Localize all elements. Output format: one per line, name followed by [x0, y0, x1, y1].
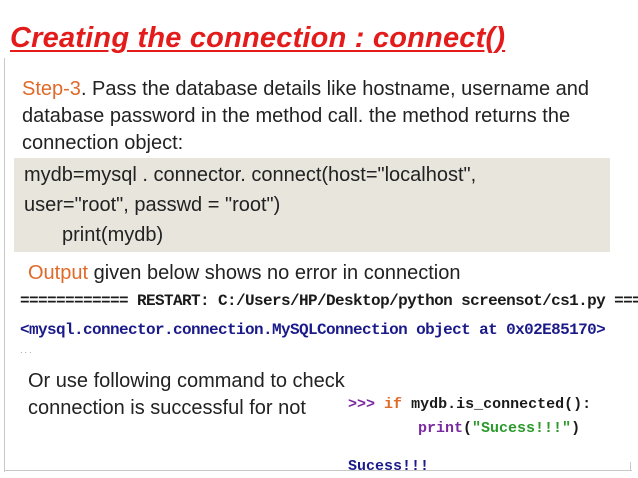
check-paragraph: Or use following command to check connec…: [28, 370, 345, 419]
check-code-line-1: >>> if mydb.is_connected():: [348, 396, 591, 413]
slide-border-right: [630, 462, 631, 471]
close-paren: ): [571, 420, 581, 437]
open-paren: (: [463, 420, 473, 437]
slide-title: Creating the connection : connect(): [10, 22, 506, 54]
check-code-line-2: print("Sucess!!!"): [418, 420, 580, 437]
code-line-1: mydb=mysql . connector. connect(host="lo…: [24, 164, 477, 186]
shell-ellipsis: ...: [20, 346, 34, 355]
step-paragraph: Step-3. Pass the database details like h…: [22, 76, 622, 157]
step-label: Step-3: [22, 78, 81, 100]
shell-restart-line: ============ RESTART: C:/Users/HP/Deskto…: [20, 292, 638, 310]
code-line-2: user="root", passwd = "root"): [24, 194, 281, 216]
if-keyword: if: [384, 396, 403, 413]
output-label: Output: [28, 262, 89, 284]
output-description: Output given below shows no error in con…: [28, 262, 460, 285]
print-string: "Sucess!!!": [472, 420, 572, 437]
python-prompt: >>>: [348, 396, 376, 413]
slide-border-bottom: [4, 470, 632, 471]
check-result: Sucess!!!: [348, 458, 430, 475]
output-text: given below shows no error in connection: [88, 262, 461, 284]
connected-condition: mydb.is_connected():: [411, 396, 592, 413]
code-line-3: print(mydb): [62, 224, 164, 246]
shell-connection-line: <mysql.connector.connection.MySQLConnect…: [20, 321, 606, 339]
code-block: mydb=mysql . connector. connect(host="lo…: [14, 158, 610, 252]
print-function: print: [418, 420, 464, 437]
slide-border-left: [4, 58, 5, 472]
step-text: . Pass the database details like hostnam…: [22, 78, 590, 154]
